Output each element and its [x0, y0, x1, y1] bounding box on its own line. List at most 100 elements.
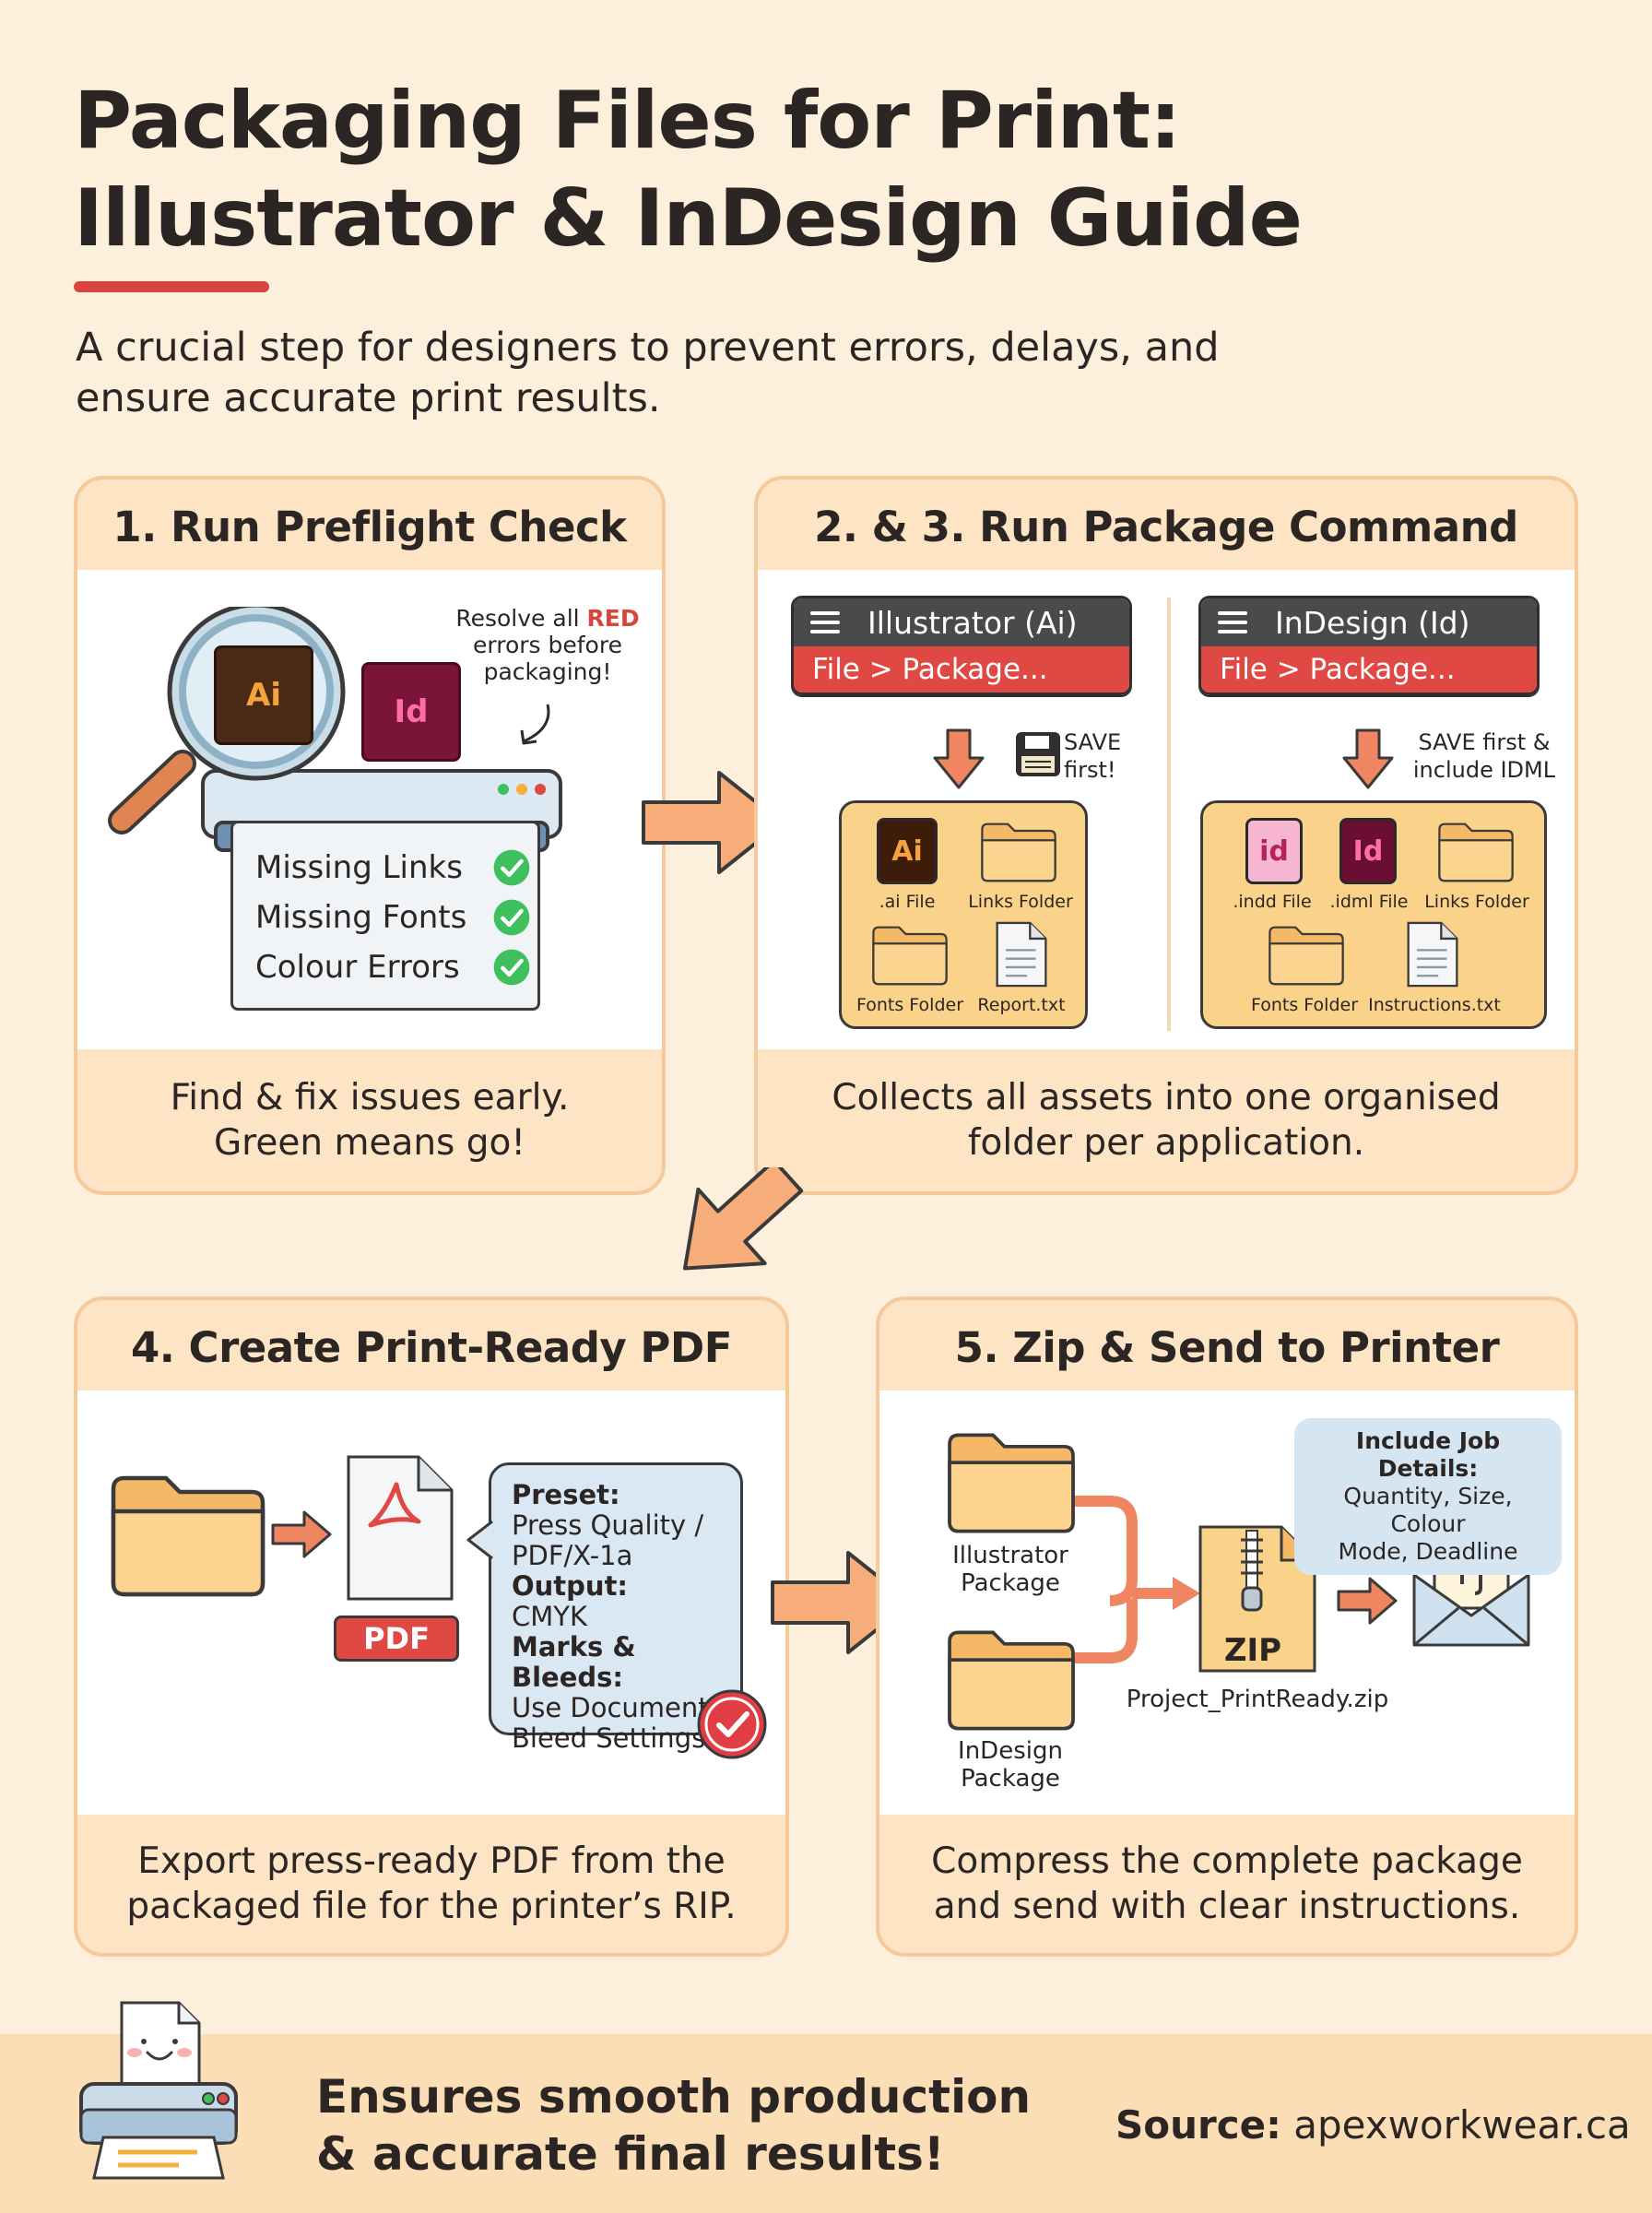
links-folder-label: Links Folder [968, 892, 1073, 912]
step5-illustration: Illustrator Package InDesign Package ZIP… [879, 1391, 1575, 1815]
output-value: CMYK [512, 1601, 588, 1632]
idml-file-icon: Id [1339, 818, 1397, 884]
check-item-colour-errors: Colour Errors [255, 945, 532, 989]
source-credit: Source: apexworkwear.ca [1115, 2102, 1631, 2148]
hamburger-menu-icon[interactable] [810, 611, 840, 633]
footer-tagline: Ensures smooth production & accurate fin… [316, 2070, 1032, 2181]
indesign-menu-bar: InDesign (Id) File > Package... [1198, 596, 1540, 695]
marks-label: Marks & Bleeds: [512, 1631, 636, 1693]
step1-caption: Find & fix issues early. Green means go! [170, 1077, 570, 1164]
subtitle-line-2: ensure accurate print results. [76, 375, 661, 421]
ai-file-icon: Ai [877, 818, 938, 884]
step5-heading: 5. Zip & Send to Printer [954, 1322, 1500, 1372]
hamburger-menu-icon[interactable] [1218, 611, 1247, 633]
indesign-package-folder: id .indd File Id .idml File Links Folder… [1200, 800, 1547, 1029]
indd-file-label: .indd File [1233, 892, 1312, 912]
indesign-package-label: InDesign Package [958, 1737, 1063, 1793]
page-title: Packaging Files for Print: Illustrator &… [74, 72, 1457, 267]
fonts-folder-icon [1266, 919, 1347, 989]
step23-illustration: Illustrator (Ai) File > Package... SAVE … [758, 570, 1575, 1049]
footer-band [0, 2034, 1652, 2213]
check-label: Missing Fonts [255, 899, 467, 936]
job-details-bubble: Include Job Details: Quantity, Size, Col… [1294, 1418, 1562, 1575]
step1-illustration: Missing Links Missing Fonts Colour Error… [77, 570, 662, 1049]
step4-illustration: PDF Preset: Press Quality / PDF/X-1a Out… [77, 1391, 785, 1815]
step4-heading: 4. Create Print-Ready PDF [130, 1322, 733, 1372]
down-arrow-icon [931, 727, 986, 791]
preset-value-2: PDF/X-1a [512, 1540, 633, 1571]
step5-caption: Compress the complete package and send w… [931, 1840, 1523, 1927]
check-label: Missing Links [255, 849, 463, 886]
illustrator-save-note: SAVE first! [1064, 729, 1122, 783]
pdf-badge: PDF [334, 1615, 459, 1662]
ai-file-label: .ai File [879, 892, 936, 912]
down-arrow-icon [1340, 727, 1396, 791]
check-item-missing-fonts: Missing Fonts [255, 895, 532, 940]
flow-arrow-3-to-4 [662, 1167, 809, 1278]
approved-check-icon [697, 1689, 767, 1759]
indesign-save-note: SAVE first & include IDML [1412, 729, 1556, 783]
fonts-folder-icon [869, 919, 950, 989]
preflight-checklist: Missing Links Missing Fonts Colour Error… [230, 821, 540, 1011]
bubble-pointer-icon [466, 1520, 493, 1560]
red-emphasis: RED [586, 605, 640, 632]
illustrator-menu-bar: Illustrator (Ai) File > Package... [791, 596, 1132, 695]
preset-label: Preset: [512, 1479, 620, 1510]
merge-connector-icon [1073, 1496, 1200, 1663]
preset-value-1: Press Quality / [512, 1509, 704, 1541]
illustrator-app-icon: Ai [214, 645, 313, 745]
step23-heading: 2. & 3. Run Package Command [814, 502, 1518, 551]
zip-filename: Project_PrintReady.zip [1126, 1686, 1389, 1713]
illustrator-package-folder-icon [942, 1424, 1080, 1538]
indesign-package-menu-item[interactable]: File > Package... [1201, 646, 1537, 692]
links-folder-icon [978, 816, 1059, 886]
report-label: Report.txt [977, 995, 1066, 1015]
indesign-package-folder-icon [942, 1621, 1080, 1735]
source-label: Source: [1115, 2102, 1281, 2148]
indesign-app-title-bar: InDesign (Id) [1201, 598, 1537, 646]
pdf-document-icon [347, 1455, 454, 1601]
marks-value-1: Use Document [512, 1692, 709, 1723]
subtitle-line-1: A crucial step for designers to prevent … [76, 325, 1220, 371]
zip-label: ZIP [1223, 1632, 1282, 1669]
column-divider [1167, 598, 1171, 1031]
save-disk-icon [1016, 732, 1060, 776]
arrow-right-icon [1335, 1575, 1399, 1627]
idml-file-label: .idml File [1329, 892, 1409, 912]
report-doc-icon [993, 917, 1050, 991]
title-line-1: Packaging Files for Print: [74, 75, 1181, 167]
illustrator-app-title-bar: Illustrator (Ai) [794, 598, 1129, 646]
links-folder-icon [1435, 816, 1516, 886]
folder-icon [105, 1464, 271, 1603]
check-item-missing-links: Missing Links [255, 846, 532, 890]
arrow-right-icon [269, 1509, 334, 1560]
links-folder-label: Links Folder [1424, 892, 1529, 912]
happy-printer-icon [79, 2001, 238, 2180]
page-subtitle: A crucial step for designers to prevent … [76, 323, 1412, 424]
note-pointer-icon [520, 704, 550, 745]
output-label: Output: [512, 1570, 629, 1602]
marks-value-2: Bleed Settings [512, 1722, 706, 1754]
step4-caption: Export press-ready PDF from the packaged… [126, 1840, 737, 1927]
illustrator-package-label: Illustrator Package [952, 1542, 1068, 1597]
illustrator-package-folder: Ai .ai File Links Folder Fonts Folder Re… [839, 800, 1088, 1029]
pdf-preset-settings: Preset: Press Quality / PDF/X-1a Output:… [489, 1462, 743, 1754]
indd-file-icon: id [1245, 818, 1303, 884]
fonts-folder-label: Fonts Folder [856, 995, 964, 1015]
check-label: Colour Errors [255, 949, 460, 986]
fonts-folder-label: Fonts Folder [1250, 995, 1359, 1015]
indesign-app-icon: Id [361, 662, 461, 762]
instructions-label: Instructions.txt [1368, 995, 1501, 1015]
step23-caption: Collects all assets into one organised f… [832, 1077, 1501, 1164]
title-line-2: Illustrator & InDesign Guide [74, 172, 1303, 265]
title-underline [74, 281, 269, 292]
green-check-icon [491, 847, 532, 888]
green-check-icon [491, 947, 532, 988]
source-link[interactable]: apexworkwear.ca [1293, 2102, 1631, 2148]
instructions-doc-icon [1404, 917, 1461, 991]
preflight-note: Resolve all RED errors before packaging! [455, 605, 640, 685]
step1-heading: 1. Run Preflight Check [112, 502, 627, 551]
illustrator-package-menu-item[interactable]: File > Package... [794, 646, 1129, 692]
green-check-icon [491, 897, 532, 938]
job-details-title: Include Job Details: [1355, 1427, 1501, 1482]
